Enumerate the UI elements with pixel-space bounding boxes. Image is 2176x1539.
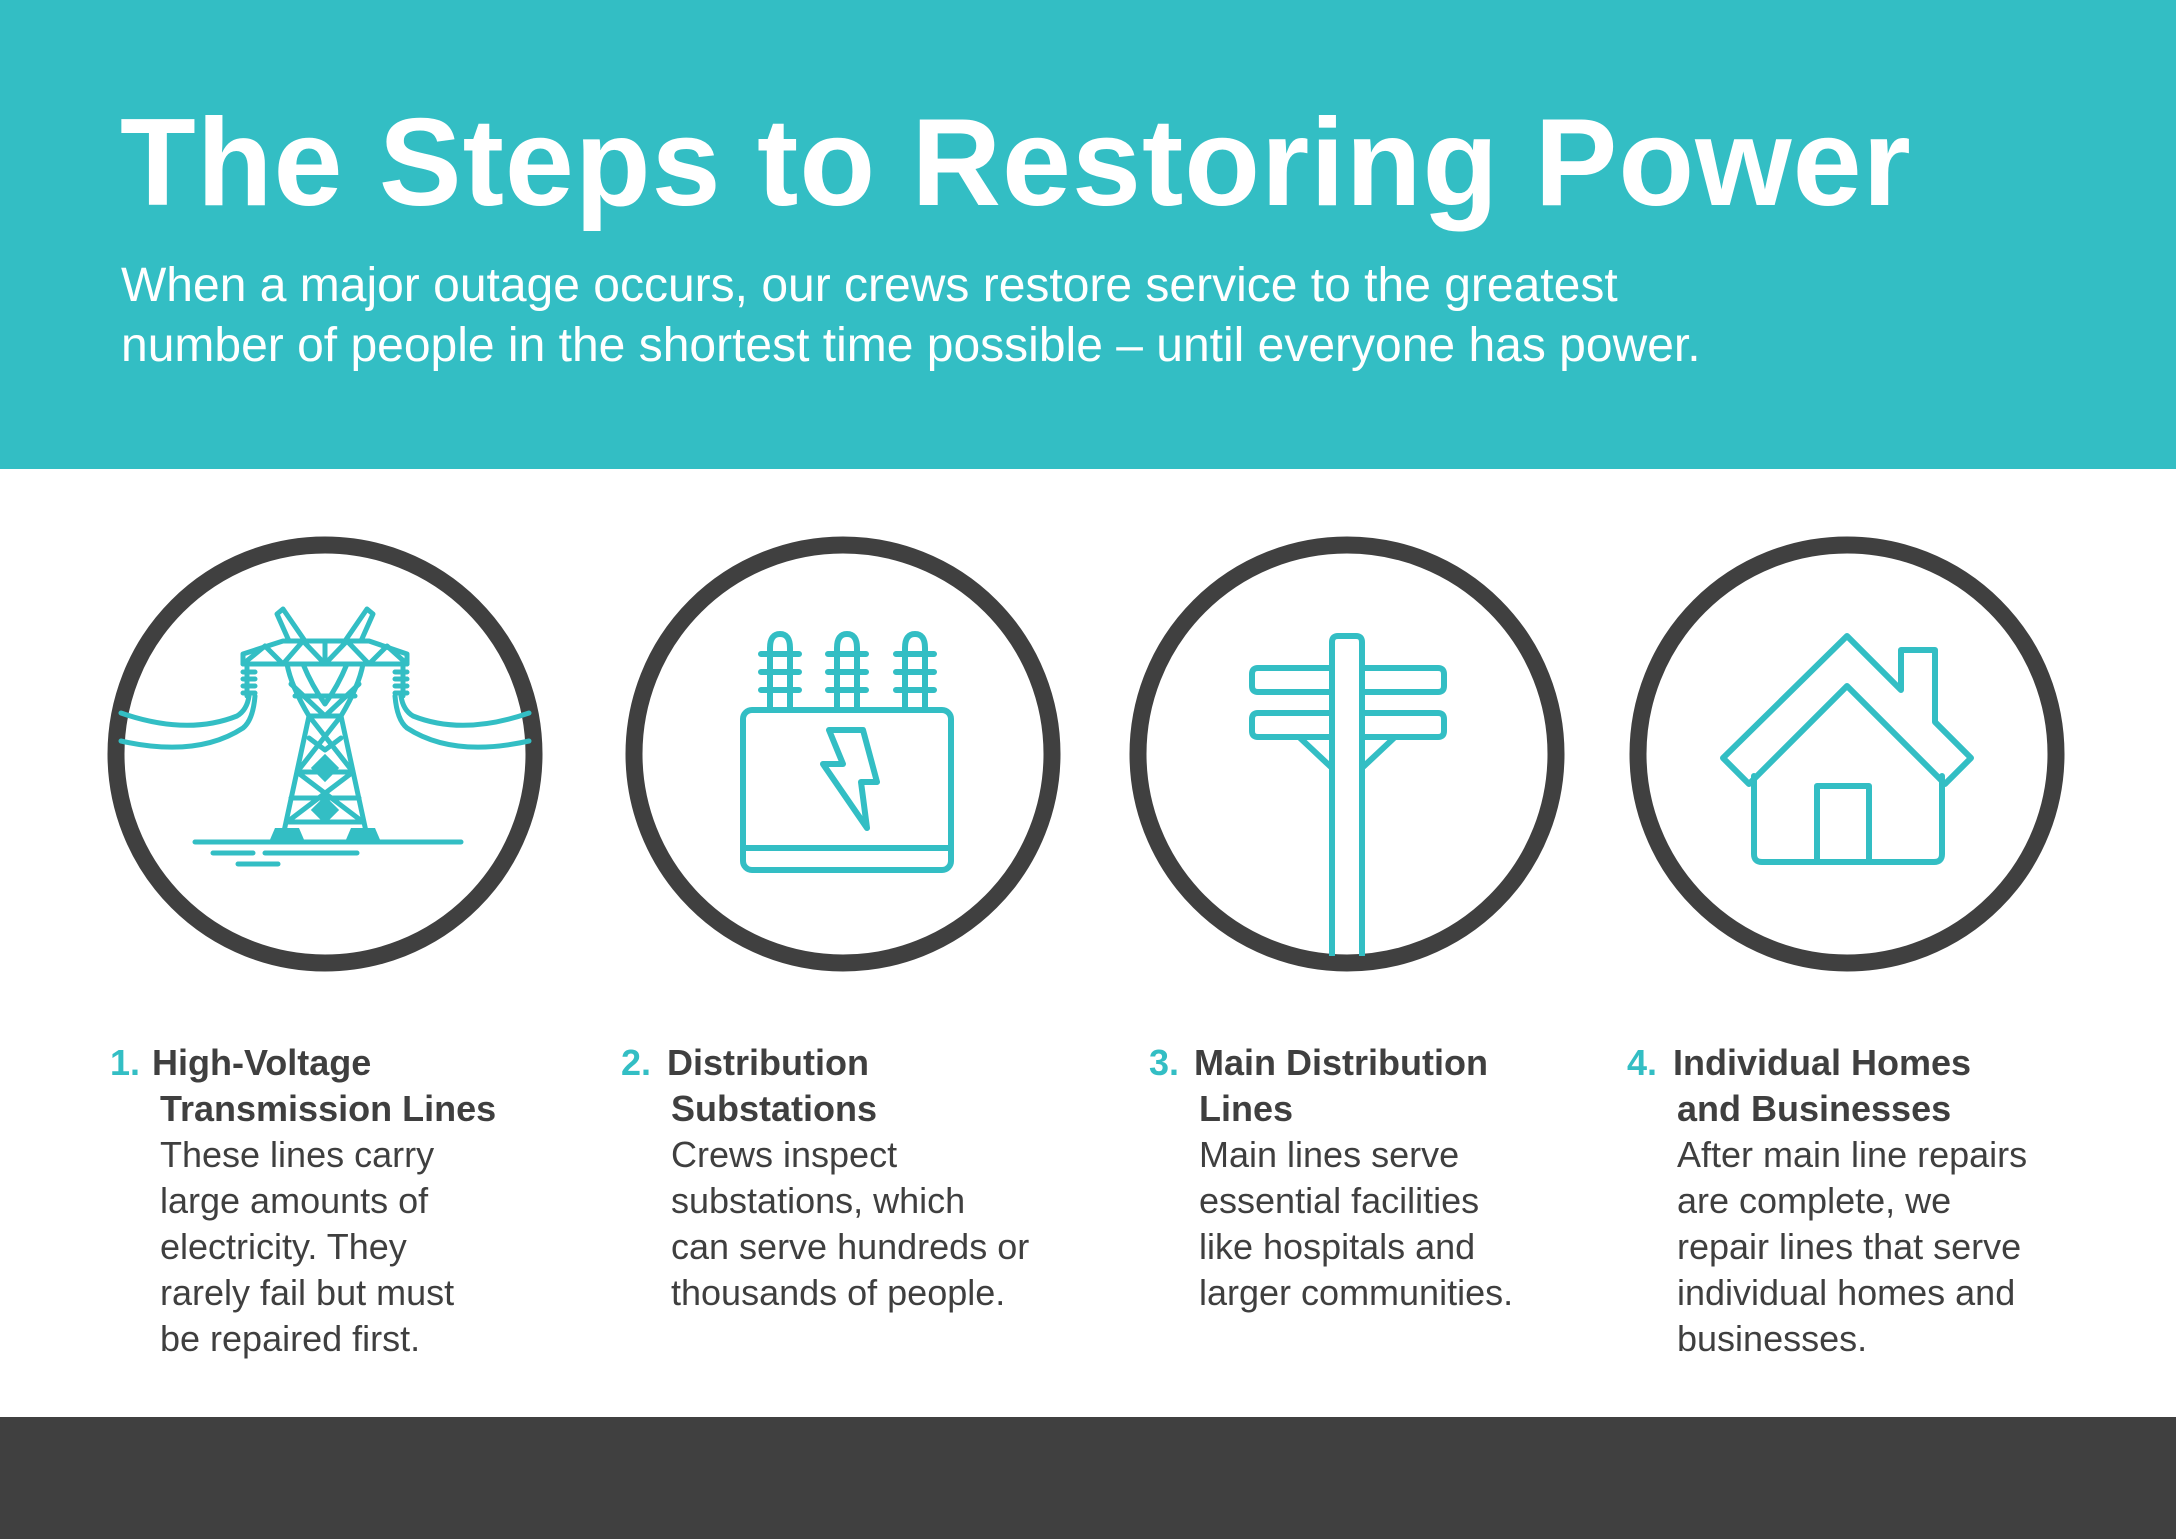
header-banner: The Steps to Restoring Power When a majo…	[0, 0, 2176, 469]
step-1-icon-circle	[107, 536, 543, 972]
step-body-line: larger communities.	[1199, 1272, 1514, 1313]
step-body-line: large amounts of	[160, 1180, 429, 1221]
step-body-line: Main lines serve	[1199, 1134, 1460, 1175]
step-body-line: individual homes and	[1677, 1272, 2016, 1313]
transmission-tower-icon	[107, 536, 543, 972]
step-heading: Main Distribution	[1194, 1042, 1488, 1083]
utility-pole-icon	[1129, 536, 1565, 972]
step-4-icon-circle	[1629, 536, 2065, 972]
step-body-line: are complete, we	[1677, 1180, 1952, 1221]
step-number: 3.	[1149, 1042, 1180, 1083]
step-heading: and Businesses	[1677, 1088, 1952, 1129]
page-subtitle: When a major outage occurs, our crews re…	[121, 256, 2081, 376]
step-body-line: thousands of people.	[671, 1272, 1006, 1313]
step-body-line: businesses.	[1677, 1318, 1868, 1359]
page-title: The Steps to Restoring Power	[120, 94, 1912, 232]
subtitle-line: When a major outage occurs, our crews re…	[121, 259, 1618, 312]
step-body-line: like hospitals and	[1199, 1226, 1476, 1267]
step-heading: Individual Homes	[1673, 1042, 1972, 1083]
subtitle-line: number of people in the shortest time po…	[121, 319, 1701, 372]
step-body-line: substations, which	[671, 1180, 966, 1221]
step-heading: Lines	[1199, 1088, 1294, 1129]
step-body-line: essential facilities	[1199, 1180, 1480, 1221]
step-body-line: rarely fail but must	[160, 1272, 455, 1313]
step-heading: High-Voltage	[152, 1042, 372, 1083]
step-heading: Transmission Lines	[160, 1088, 497, 1129]
step-number: 2.	[621, 1042, 652, 1083]
step-2: 2. Distribution Substations Crews inspec…	[621, 1040, 1101, 1316]
step-body-line: repair lines that serve	[1677, 1226, 2022, 1267]
step-body-line: Crews inspect	[671, 1134, 898, 1175]
substation-transformer-icon	[625, 536, 1061, 972]
step-heading: Distribution	[667, 1042, 869, 1083]
step-3-icon-circle	[1129, 536, 1565, 972]
step-heading: Substations	[671, 1088, 878, 1129]
step-4: 4. Individual Homes and Businesses After…	[1627, 1040, 2107, 1362]
step-3: 3. Main Distribution Lines Main lines se…	[1149, 1040, 1629, 1316]
step-1: 1. High-Voltage Transmission Lines These…	[110, 1040, 590, 1362]
step-2-icon-circle	[625, 536, 1061, 972]
step-body-line: electricity. They	[160, 1226, 407, 1267]
step-number: 4.	[1627, 1042, 1658, 1083]
step-body-line: be repaired first.	[160, 1318, 421, 1359]
step-number: 1.	[110, 1042, 141, 1083]
step-body-line: These lines carry	[160, 1134, 435, 1175]
step-body-line: After main line repairs	[1677, 1134, 2028, 1175]
house-icon	[1629, 536, 2065, 972]
footer-bar	[0, 1417, 2176, 1539]
step-body-line: can serve hundreds or	[671, 1226, 1030, 1267]
